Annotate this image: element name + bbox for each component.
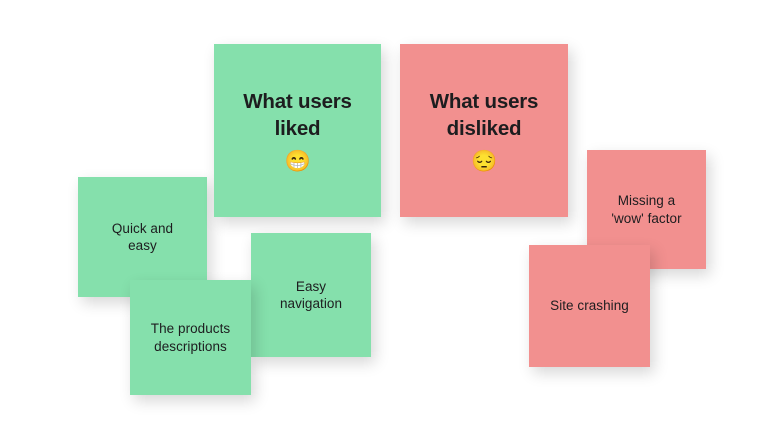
sticky-note-text: Missing a 'wow' factor [611, 193, 682, 226]
sticky-note-easy-navigation[interactable]: Easy navigation [251, 233, 371, 357]
sticky-note-text: The products descriptions [150, 321, 231, 354]
sticky-note-header-liked[interactable]: What users liked 😁 [214, 44, 381, 217]
sticky-note-header-text: What users liked [243, 90, 352, 140]
sticky-note-header-disliked[interactable]: What users disliked 😔 [400, 44, 568, 217]
sticky-note-product-descriptions[interactable]: The products descriptions [130, 280, 251, 395]
sticky-note-text: Easy navigation [279, 278, 343, 311]
sticky-note-text: Quick and easy [111, 220, 174, 253]
sticky-note-site-crashing[interactable]: Site crashing [529, 245, 650, 367]
grinning-face-with-smiling-eyes-icon: 😁 [284, 149, 311, 173]
pensive-face-icon: 😔 [471, 149, 497, 173]
sticky-note-quick-and-easy[interactable]: Quick and easy [78, 177, 207, 297]
sticky-note-text: Site crashing [550, 298, 629, 314]
sticky-note-header-text: What users disliked [429, 90, 539, 140]
